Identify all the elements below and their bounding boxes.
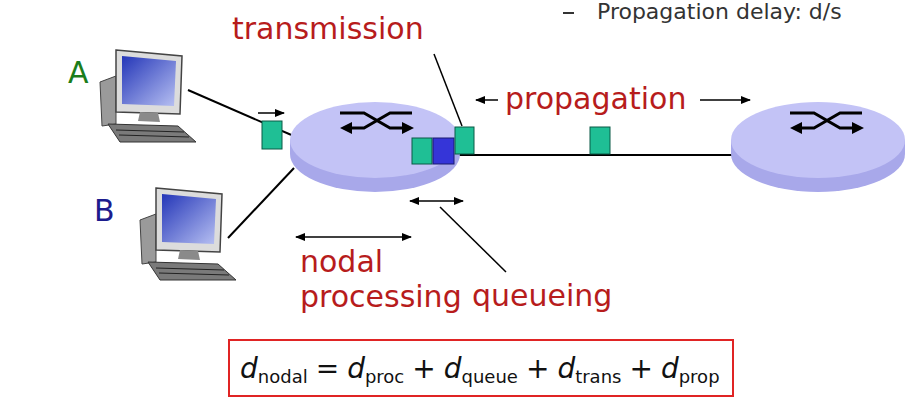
leader-line — [440, 207, 506, 272]
label-text: Propagation delay: d/s — [597, 0, 842, 24]
formula-box: dnodal=dproc+dqueue+dtrans+dprop — [228, 339, 734, 397]
router — [290, 102, 460, 192]
router-top — [731, 102, 905, 178]
formula-text: prop — [679, 366, 720, 387]
router-symbol — [790, 122, 802, 134]
dimension-arrow — [410, 200, 463, 202]
router-symbol — [350, 113, 412, 128]
formula-text: trans — [575, 366, 621, 387]
packet — [262, 121, 282, 149]
keyboard-keys — [156, 268, 224, 270]
router-symbol — [340, 122, 352, 134]
host-label: A — [68, 56, 89, 91]
delay-label: nodal processing — [300, 245, 462, 314]
router-symbol — [800, 113, 862, 128]
keyboard-keys — [116, 130, 184, 132]
formula-text: proc — [365, 366, 404, 387]
host-side — [140, 214, 156, 264]
packet — [455, 127, 474, 154]
delay-label: propagation — [505, 82, 686, 117]
router-symbol — [852, 122, 864, 134]
note-text: Propagation delay: d/s — [597, 0, 842, 24]
router-top — [290, 102, 460, 178]
monitor-screen — [162, 194, 216, 244]
monitor-stand — [138, 112, 160, 122]
label-text: A — [68, 55, 89, 90]
formula-text: queue — [462, 366, 518, 387]
formula-text: d — [347, 352, 365, 385]
packet — [590, 127, 610, 154]
delay-label: queueing — [472, 279, 612, 314]
bullet-dash — [563, 12, 574, 14]
keyboard — [148, 262, 236, 280]
keyboard — [108, 124, 196, 142]
formula-text: nodal — [258, 366, 308, 387]
formula-text: d — [240, 352, 258, 385]
host-computer — [100, 50, 196, 142]
formula-text: d — [444, 352, 462, 385]
direction-arrow — [258, 112, 284, 114]
monitor-bezel — [156, 188, 222, 252]
host-computer — [140, 188, 236, 280]
label-text: nodal processing — [300, 244, 462, 314]
formula-text: d — [661, 352, 679, 385]
leader-line — [434, 54, 462, 126]
access-link — [228, 168, 294, 238]
keyboard-keys — [119, 135, 189, 137]
label-text: transmission — [232, 11, 424, 46]
formula-text: d — [557, 352, 575, 385]
host-label: B — [94, 194, 115, 229]
delay-label: transmission — [232, 12, 424, 47]
keyboard-keys — [159, 273, 229, 275]
label-text: queueing — [472, 278, 612, 313]
monitor-screen — [122, 56, 176, 106]
monitor-bezel — [116, 50, 182, 114]
formula-text: + — [412, 352, 435, 385]
formula-text: = — [316, 352, 339, 385]
router-symbol — [402, 122, 414, 134]
formula-text: + — [629, 352, 652, 385]
router — [731, 102, 905, 192]
formula-text: + — [526, 352, 549, 385]
packet — [412, 138, 432, 164]
monitor-stand — [178, 250, 200, 260]
packet — [433, 138, 454, 164]
label-text: B — [94, 193, 115, 228]
label-text: propagation — [505, 81, 686, 116]
dimension-arrow — [476, 99, 498, 101]
dimension-arrow — [700, 99, 750, 101]
host-side — [100, 76, 116, 126]
dimension-arrow — [296, 236, 411, 238]
